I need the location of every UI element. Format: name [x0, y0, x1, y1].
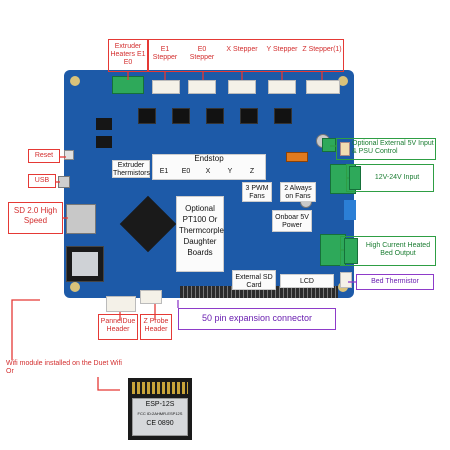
usb-label: USB [34, 177, 50, 184]
vin-label: 12V-24V Input [374, 174, 420, 181]
onboard-wifi-shield [72, 252, 98, 276]
stepper-connector-e0 [188, 80, 216, 94]
mount-hole [70, 76, 80, 86]
optional-5v-connector-icon [340, 142, 350, 156]
optional-5v-label: Optional External 5V Input & PSU Control [352, 140, 434, 155]
zprobe-label: Z Probe Header [143, 318, 169, 333]
wifi-module-antenna [132, 382, 188, 394]
vin-terminal-cap [344, 200, 356, 220]
sd-label: SD 2.0 High Speed [13, 206, 58, 225]
stepper-driver-chip [206, 108, 224, 124]
mount-hole [70, 282, 80, 292]
sd-card-slot [66, 204, 96, 234]
wifi-module-fcc: FCC ID:2AHMR-ESP12S [137, 411, 183, 416]
zprobe-connector [140, 290, 162, 304]
extruder-heaters-label: Extruder Heaters E1 E0 [110, 43, 146, 66]
endstop-col-z: Z [249, 168, 255, 175]
reset-button[interactable] [64, 150, 74, 160]
y-stepper-label: Y Stepper [266, 46, 298, 53]
x-stepper-label: X Stepper [226, 46, 258, 53]
bed-output-label: High Current Heated Bed Output [365, 242, 431, 257]
fuse [286, 152, 308, 162]
stepper-driver-chip [240, 108, 258, 124]
reset-label: Reset [34, 152, 54, 159]
panneldue-connector [106, 296, 136, 312]
extruder-heaters-box [108, 39, 148, 72]
endstop-col-e0: E0 [181, 168, 191, 175]
stepper-connector-y [268, 80, 296, 94]
stepper-driver-chip [138, 108, 156, 124]
e0-stepper-label: E0 Stepper [189, 46, 215, 61]
optional-pt100-tag: Optional PT100 Or Thermcorple Daughter B… [176, 196, 224, 272]
lcd-tag: LCD [280, 274, 334, 288]
always-on-fans-tag: 2 Always on Fans [280, 182, 316, 202]
endstop-col-x: X [205, 168, 211, 175]
wifi-label: Wifi module installed on the Duet Wifi O… [6, 360, 122, 375]
endstop-panel [152, 154, 266, 180]
reset-box [28, 149, 60, 163]
panneldue-box [98, 314, 138, 340]
usb-box [28, 174, 56, 188]
bed-thermistor-connector [340, 272, 352, 288]
stepper-group-box [148, 39, 344, 72]
mount-hole [338, 76, 348, 86]
vin-box [346, 164, 434, 192]
optional-5v-terminal [322, 138, 336, 152]
stepper-connector-x [228, 80, 256, 94]
wifi-module-name: ESP-12S [145, 401, 175, 408]
mosfet-component [96, 118, 112, 130]
expansion-box [178, 308, 336, 330]
endstop-col-e1: E1 [159, 168, 169, 175]
heater-terminal [112, 76, 144, 94]
endstop-col-y: Y [227, 168, 233, 175]
stepper-connector-z [306, 80, 340, 94]
stepper-connector-e1 [152, 80, 180, 94]
vin-terminal-icon [349, 166, 361, 190]
expansion-header-pins [180, 286, 338, 298]
endstop-title: Endstop [194, 154, 224, 163]
usb-port [58, 176, 70, 188]
onboard-5v-tag: Onboar 5V Power [272, 210, 312, 232]
bed-output-terminal-icon [344, 238, 358, 264]
optional-5v-box [336, 138, 436, 160]
pwm-fans-tag: 3 PWM Fans [242, 182, 272, 202]
stepper-driver-chip [274, 108, 292, 124]
wifi-module-shield [132, 398, 188, 436]
stepper-driver-chip [172, 108, 190, 124]
z-stepper-label: Z Stepper(1) [302, 46, 342, 53]
e1-stepper-label: E1 Stepper [152, 46, 178, 61]
bed-thermistor-box [356, 274, 434, 290]
extruder-thermistors-tag: Extruder Thermistors [112, 160, 150, 178]
expansion-label: 50 pin expansion connector [201, 313, 313, 323]
external-sd-tag: External SD Card [232, 270, 276, 290]
panneldue-label: PannelDue Header [100, 318, 136, 333]
mosfet-component [96, 136, 112, 148]
zprobe-box [140, 314, 172, 340]
bed-output-box [340, 236, 436, 266]
bed-thermistor-label: Bed Thermistor [371, 278, 419, 285]
wifi-module-ce: CE 0890 [146, 420, 174, 427]
sd-box [8, 202, 63, 234]
